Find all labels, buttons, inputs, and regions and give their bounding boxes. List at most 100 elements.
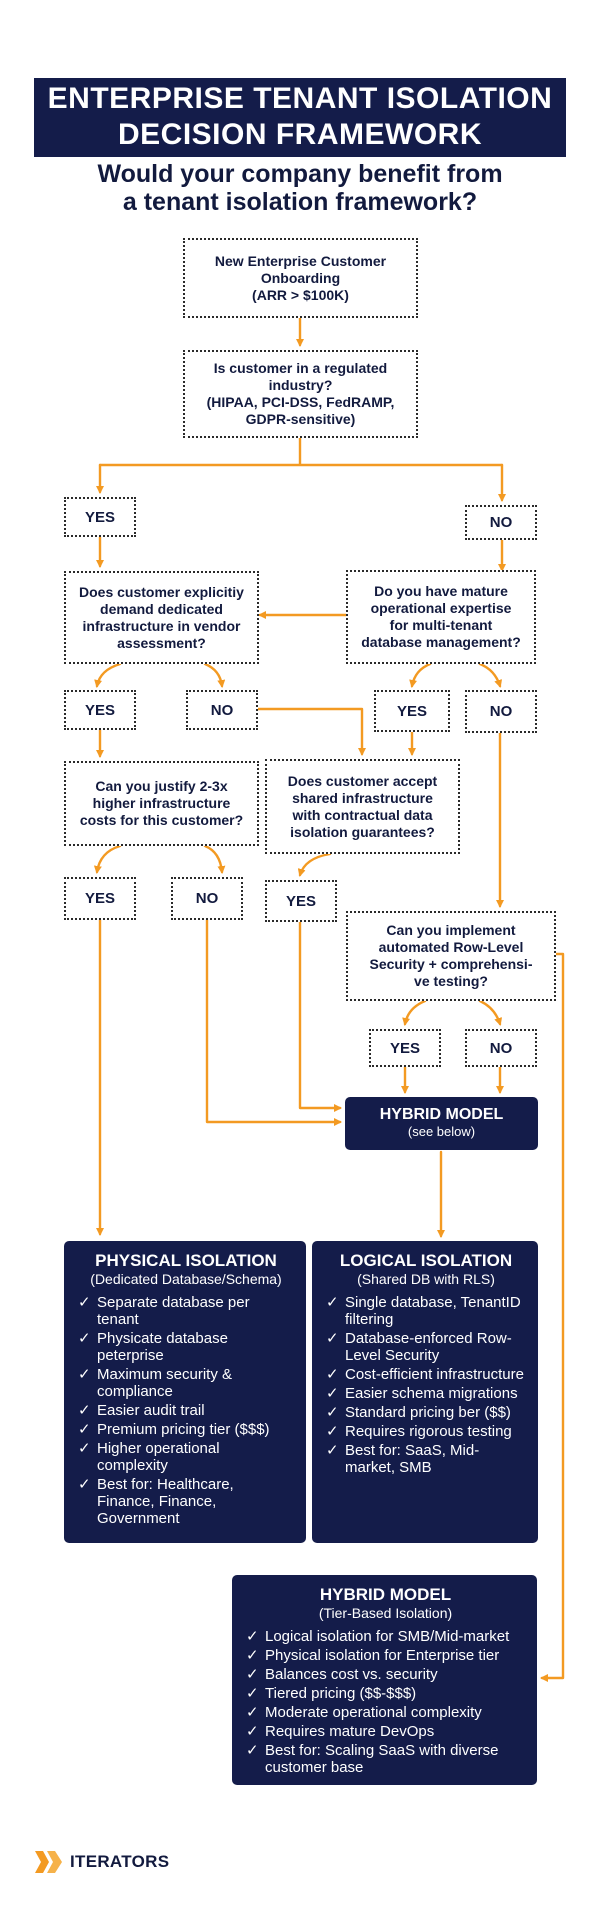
- node-text-line: Can you implement: [386, 922, 516, 938]
- checkmark-icon: ✓: [246, 1723, 259, 1740]
- list-item: ✓Physicate database peterprise: [78, 1330, 294, 1364]
- list-item: ✓Requires rigorous testing: [326, 1423, 526, 1440]
- checkmark-icon: ✓: [326, 1423, 339, 1440]
- subtitle-line-1: Would your company benefit from: [97, 160, 503, 188]
- node-text-line: industry?: [268, 377, 333, 393]
- answer-yes-dedicated: YES: [64, 690, 136, 730]
- answer-no-expertise: NO: [465, 690, 537, 733]
- feature-text: Best for: Scaling SaaS with diverse cust…: [265, 1742, 499, 1776]
- node-text-line: GDPR-sensitive): [245, 411, 356, 427]
- card-feature-list: ✓Logical isolation for SMB/Mid-market ✓P…: [246, 1628, 525, 1776]
- card-subtitle: (Tier-Based Isolation): [318, 1605, 453, 1621]
- card-feature-list: ✓Single database, TenantID filtering ✓Da…: [326, 1294, 526, 1476]
- node-text-line: higher infrastructure: [92, 795, 231, 811]
- list-item: ✓Database-enforced Row-Level Security: [326, 1330, 526, 1364]
- node-text-line: operational expertise: [370, 600, 512, 616]
- iterators-logo-icon: [34, 1849, 64, 1875]
- curve-shared-to-yes: [297, 852, 332, 877]
- checkmark-icon: ✓: [246, 1647, 259, 1664]
- node-text-line: infrastructure in vendor: [82, 617, 241, 634]
- list-item: ✓ Standard pricing ber ($$): [326, 1404, 526, 1421]
- line-no2-to-shared: [256, 707, 366, 756]
- node-text-line: assessment?: [117, 634, 206, 651]
- checkmark-icon: ✓: [246, 1704, 259, 1721]
- answer-no-regulated: NO: [465, 505, 537, 540]
- answer-yes-justify: YES: [64, 877, 136, 920]
- feature-text: Physicate database peterprise: [97, 1330, 228, 1364]
- checkmark-icon: ✓: [78, 1294, 91, 1311]
- checkmark-icon: ✓: [326, 1442, 339, 1459]
- page-title: ENTERPRISE TENANT ISOLATION DECISION FRA…: [34, 78, 566, 157]
- curve-expertise-to-yes: [409, 662, 432, 688]
- curve-rls-to-no: [478, 999, 503, 1026]
- title-line-2: DECISION FRAMEWORK: [118, 118, 482, 151]
- answer-label: YES: [84, 890, 115, 907]
- answer-yes-rls: YES: [369, 1029, 441, 1067]
- checkmark-icon: ✓: [78, 1402, 91, 1419]
- card-title: HYBRID MODEL: [319, 1585, 452, 1604]
- feature-text: Cost-efficient infrastructure: [345, 1366, 524, 1383]
- node-text-line: New Enterprise Customer: [214, 252, 387, 269]
- node-text-line: Security + comprehensi-: [369, 956, 533, 972]
- answer-label: YES: [285, 892, 316, 910]
- answer-label: NO: [195, 890, 219, 907]
- feature-text: Single database, TenantID filtering: [345, 1294, 521, 1328]
- node-text-line: Does customer accept: [287, 772, 438, 789]
- list-item: ✓Best for: SaaS, Mid-market, SMB: [326, 1442, 526, 1476]
- feature-text: Best for: Healthcare, Finance, Finance, …: [97, 1476, 234, 1527]
- feature-text: Easier schema migrations: [345, 1385, 518, 1402]
- answer-label: YES: [84, 701, 115, 719]
- list-item: ✓Easier schema migrations: [326, 1385, 526, 1402]
- curve-dedicated-to-no: [203, 662, 226, 688]
- checkmark-icon: ✓: [78, 1476, 91, 1493]
- node-text-line: Is customer in a regulated: [213, 360, 388, 376]
- card-feature-list: ✓Separate database per tenant ✓Physicate…: [78, 1294, 294, 1527]
- node-text-line: (ARR > $100K): [252, 286, 349, 303]
- answer-label: YES: [84, 508, 115, 526]
- checkmark-icon: ✓: [246, 1742, 259, 1759]
- hybrid-node-title: HYBRID MODEL: [379, 1106, 504, 1123]
- list-item: ✓ Maximum security & compliance: [78, 1366, 294, 1400]
- feature-text: Tiered pricing ($$-$$$): [265, 1685, 417, 1702]
- node-operational-expertise: Do you have mature operational expertise…: [346, 570, 536, 664]
- answer-label: NO: [210, 701, 234, 719]
- node-text-line: (HIPAA, PCI-DSS, FedRAMP,: [206, 394, 395, 410]
- hybrid-node-subtitle: (see below): [407, 1124, 476, 1139]
- list-item: ✓Moderate operational complexity: [246, 1704, 525, 1721]
- answer-yes-shared: YES: [265, 880, 337, 922]
- node-text-line: shared infrastructure: [292, 789, 433, 806]
- checkmark-icon: ✓: [326, 1294, 339, 1311]
- node-text-line: database management?: [361, 634, 521, 650]
- checkmark-icon: ✓: [326, 1404, 339, 1421]
- checkmark-icon: ✓: [78, 1366, 91, 1383]
- list-item: ✓Premium pricing tier ($$$): [78, 1421, 294, 1438]
- hybrid-model-node: HYBRID MODEL (see below): [345, 1097, 538, 1150]
- line-rls-to-hybrid-card: [540, 952, 565, 1682]
- node-text-line: Onboarding: [260, 269, 341, 286]
- node-text-line: Do you have mature: [374, 583, 508, 599]
- answer-label: NO: [489, 514, 513, 531]
- iterators-logo: ITERATORS: [34, 1849, 169, 1875]
- checkmark-icon: ✓: [78, 1421, 91, 1438]
- feature-text: Database-enforced Row-Level Security: [345, 1330, 512, 1364]
- list-item: ✓ Best for: Scaling SaaS with diverse cus…: [246, 1742, 525, 1776]
- feature-text: Requires mature DevOps: [265, 1723, 435, 1740]
- list-item: ✓ Best for: Healthcare, Finance, Finance,…: [78, 1476, 294, 1527]
- logo-wordmark: ITERATORS: [70, 1852, 170, 1871]
- curve-rls-to-yes: [402, 999, 427, 1026]
- node-shared-infrastructure: Does customer accept shared infrastructu…: [265, 759, 460, 854]
- node-regulated-industry: Is customer in a regulated industry? (HI…: [183, 350, 418, 438]
- line-regulated-split: [98, 436, 504, 467]
- node-text-line: with contractual data: [292, 806, 433, 823]
- feature-text: Maximum security & compliance: [97, 1366, 233, 1400]
- checkmark-icon: ✓: [78, 1440, 91, 1457]
- feature-text: Standard pricing ber ($$): [345, 1404, 511, 1421]
- node-text-line: costs for this customer?: [79, 812, 244, 828]
- node-text-line: demand dedicated: [100, 600, 223, 617]
- answer-no-justify: NO: [171, 877, 243, 920]
- list-item: ✓Separate database per tenant: [78, 1294, 294, 1328]
- curve-dedicated-to-yes: [94, 662, 122, 688]
- page-subtitle: Would your company benefit from a tenant…: [30, 160, 570, 216]
- answer-no-rls: NO: [465, 1029, 537, 1067]
- card-hybrid-model: HYBRID MODEL (Tier-Based Isolation) ✓Log…: [232, 1575, 537, 1785]
